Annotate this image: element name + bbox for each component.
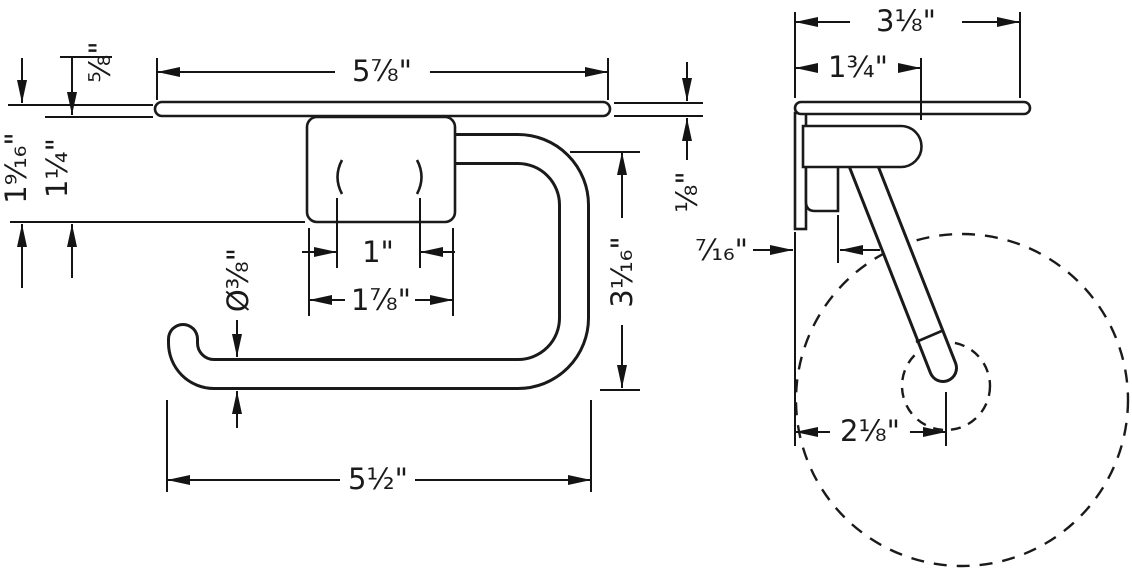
side-arm-joint-line	[915, 328, 945, 344]
dim-shelf-depth: 3⅛"	[876, 4, 936, 38]
dim-roll-center: 2⅛"	[840, 414, 900, 448]
dim-wall-clearance: ⁷⁄₁₆"	[695, 233, 748, 267]
dim-shelf-width: 5⅞"	[352, 54, 412, 88]
dim-plate-width: 1⅞"	[351, 283, 411, 317]
dim-hole-spacing: 1"	[362, 235, 394, 269]
front-right-fixing-mark	[415, 159, 423, 195]
front-view	[153, 100, 612, 390]
front-dimensions: 5⅞" 1⁹⁄₁₆" 1¼" ⅝" 1" 1⅞" Ø⅜" 5½" 3¹⁄₁₆" …	[0, 41, 704, 496]
front-shelf	[153, 100, 612, 118]
front-left-fixing-mark	[336, 159, 344, 195]
toilet-roll-outline-circle	[794, 232, 1130, 568]
side-shelf	[793, 100, 1032, 116]
dim-plate-drop: 1¼"	[40, 138, 74, 198]
side-mounting-block	[801, 124, 923, 169]
side-holder-arm-body	[846, 140, 955, 380]
dim-shelf-thickness: ⅛"	[670, 171, 704, 212]
front-holder-bar-body	[170, 136, 587, 387]
dim-shelf-gap: ⅝"	[83, 41, 117, 82]
side-view	[793, 100, 1032, 383]
dim-overall-width: 5½"	[348, 462, 408, 496]
dim-overall-height: 3¹⁄₁₆"	[605, 236, 639, 308]
side-view-roll-circles	[794, 232, 1130, 568]
dim-drop-total: 1⁹⁄₁₆"	[0, 132, 33, 204]
dim-bar-diameter: Ø⅜"	[221, 248, 255, 312]
side-dimensions: 3⅛" 1¾" ⁷⁄₁₆" 2⅛"	[695, 4, 1021, 448]
dim-front-depth: 1¾"	[828, 50, 888, 84]
side-bracket-foot	[804, 161, 840, 213]
front-mounting-plate	[305, 115, 457, 224]
